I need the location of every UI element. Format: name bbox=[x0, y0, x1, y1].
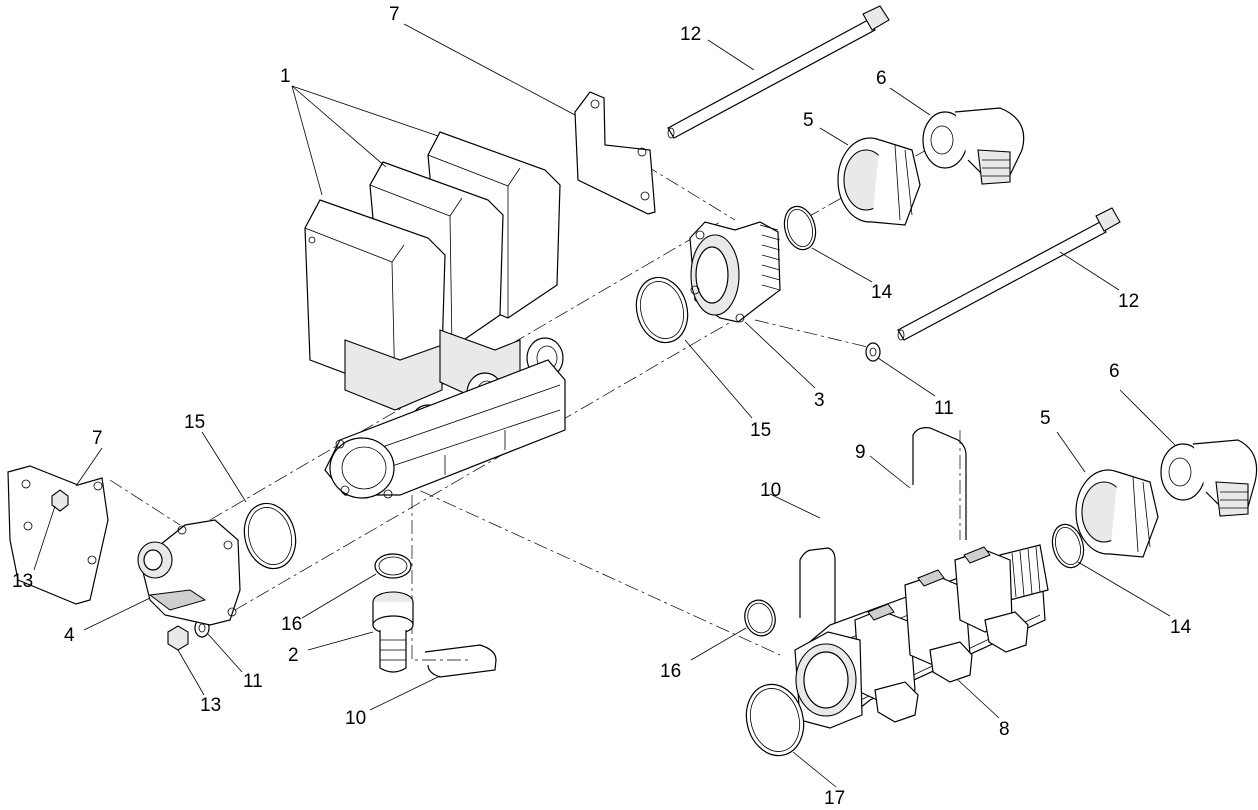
callout-labels: 1 7 12 5 6 14 12 3 11 15 5 6 14 8 9 10 1… bbox=[12, 4, 1192, 809]
callout-15-lower: 15 bbox=[184, 412, 205, 433]
leader-lines bbox=[33, 23, 1176, 788]
clip-mid-part-10 bbox=[799, 547, 836, 625]
callout-6-upper: 6 bbox=[876, 68, 887, 89]
callout-12-upper: 12 bbox=[680, 24, 701, 45]
threaded-flange-part-3 bbox=[689, 221, 781, 323]
callout-7-upper: 7 bbox=[389, 4, 400, 25]
bracket-upper-part-7 bbox=[574, 91, 656, 215]
u-clip-part-9 bbox=[912, 427, 967, 540]
callout-11-upper: 11 bbox=[934, 398, 954, 419]
coupling-nut-upper-part-5 bbox=[837, 137, 921, 226]
callout-12-lower: 12 bbox=[1118, 291, 1139, 312]
callout-5-lower: 5 bbox=[1040, 408, 1051, 429]
gasket-lower-part-15 bbox=[243, 502, 297, 570]
nut-upper-part-13 bbox=[51, 489, 69, 512]
callout-15-upper: 15 bbox=[750, 420, 771, 441]
callout-16-right: 16 bbox=[660, 661, 681, 682]
callout-7-lower: 7 bbox=[92, 428, 103, 449]
hose-barb-part-2 bbox=[372, 591, 414, 673]
callout-4: 4 bbox=[64, 625, 75, 646]
callout-17: 17 bbox=[824, 788, 845, 809]
callout-13-upper: 13 bbox=[12, 571, 33, 592]
callout-14-upper: 14 bbox=[871, 282, 893, 303]
callout-2: 2 bbox=[288, 645, 299, 666]
callout-6-lower: 6 bbox=[1109, 361, 1120, 382]
oring-lower-part-14 bbox=[1051, 523, 1085, 569]
nut-lower-part-13 bbox=[167, 625, 189, 651]
gasket-part-17 bbox=[745, 683, 805, 757]
solenoid-valves-part-1 bbox=[304, 131, 566, 499]
bolt-upper-part-12 bbox=[667, 5, 890, 139]
callout-1: 1 bbox=[280, 66, 291, 87]
oring-upper-part-14 bbox=[783, 205, 817, 251]
callout-8: 8 bbox=[999, 719, 1010, 740]
callout-14-lower: 14 bbox=[1170, 617, 1192, 638]
bolt-lower-part-12 bbox=[897, 207, 1121, 341]
gasket-upper-part-15 bbox=[635, 276, 689, 344]
callout-13-lower: 13 bbox=[200, 695, 221, 716]
callout-16-lower: 16 bbox=[281, 614, 302, 635]
elbow-upper-part-6 bbox=[922, 107, 1025, 185]
callout-9: 9 bbox=[855, 442, 866, 463]
callout-10-mid: 10 bbox=[760, 480, 781, 501]
washer-upper-part-11 bbox=[865, 342, 881, 362]
callout-5-upper: 5 bbox=[803, 110, 814, 131]
clip-lower-part-10 bbox=[424, 644, 497, 678]
end-cap-part-4 bbox=[137, 519, 241, 626]
oring-right-part-16 bbox=[744, 599, 776, 637]
callout-10-lower: 10 bbox=[345, 708, 366, 729]
elbow-lower-part-6 bbox=[1160, 439, 1258, 517]
manifold-assembly-part-8 bbox=[794, 544, 1049, 729]
bracket-lower-part-7 bbox=[7, 465, 109, 605]
callout-11-lower: 11 bbox=[243, 671, 263, 692]
coupling-nut-lower-part-5 bbox=[1075, 469, 1159, 558]
oring-lower-part-16 bbox=[374, 553, 412, 579]
callout-3: 3 bbox=[814, 390, 825, 411]
